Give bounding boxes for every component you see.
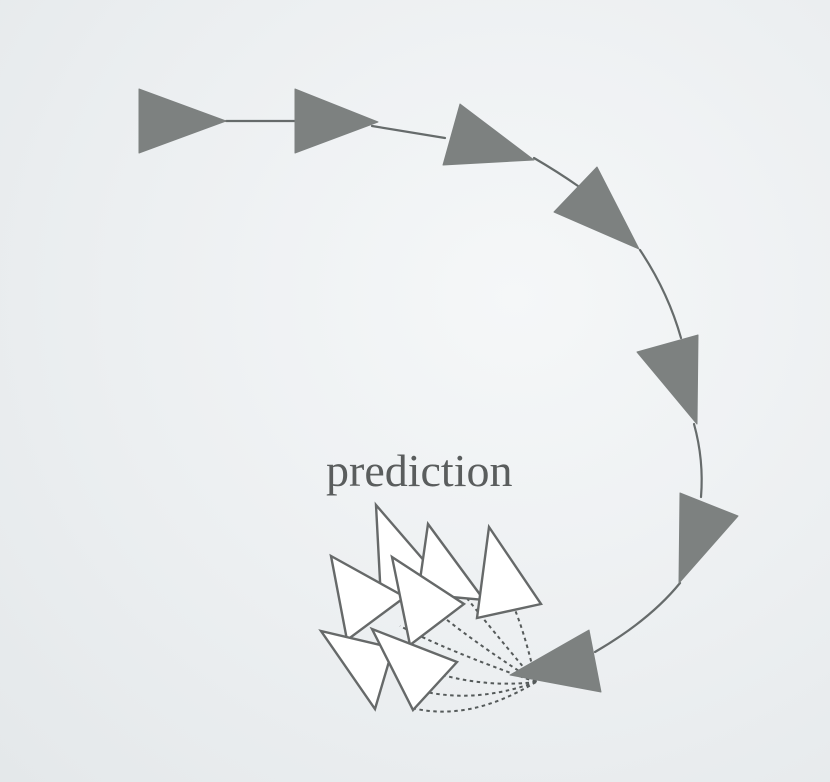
- observed-arrow-1-icon: [138, 88, 227, 154]
- predicted-arrow-3-icon: [475, 523, 543, 620]
- predicted-positions: [318, 501, 543, 713]
- trajectory-segment-6: [593, 581, 682, 654]
- prediction-label: prediction: [326, 445, 513, 496]
- prediction-link-7: [411, 681, 537, 713]
- trajectory-segment-5: [692, 422, 703, 499]
- prediction-link-2: [461, 591, 537, 683]
- predicted-arrow-6-icon: [318, 629, 395, 712]
- predicted-arrow-4-icon: [329, 553, 408, 643]
- observed-arrow-7-icon: [509, 629, 602, 693]
- predicted-arrow-5-icon: [390, 554, 467, 648]
- trajectory-segment-4: [638, 248, 683, 340]
- observed-arrow-2-icon: [294, 88, 379, 154]
- observed-arrow-5-icon: [636, 334, 699, 425]
- observed-arrow-4-icon: [553, 166, 640, 250]
- trajectory-path: [224, 119, 703, 654]
- observed-arrow-6-icon: [678, 492, 739, 584]
- prediction-link-5: [399, 659, 537, 685]
- predicted-arrow-7-icon: [369, 626, 460, 713]
- observed-arrow-3-icon: [442, 103, 535, 166]
- trajectory-segment-3: [532, 156, 580, 188]
- observed-positions: [138, 88, 739, 693]
- trajectory-segment-2: [370, 124, 447, 140]
